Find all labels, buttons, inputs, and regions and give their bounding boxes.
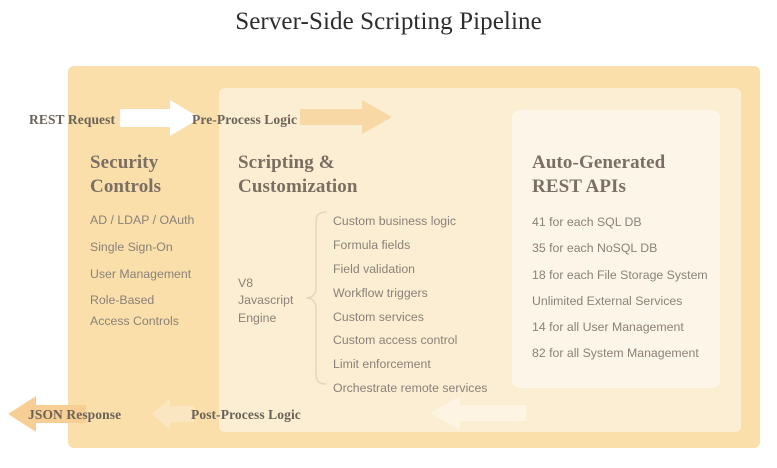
flow-label-json-response: JSON Response (28, 407, 122, 422)
arrow-left-post-process-return (430, 396, 526, 430)
list-item: Access Controls (90, 313, 179, 328)
list-security-controls: AD / LDAP / OAuth Single Sign-On User Ma… (90, 214, 194, 341)
list-item: 82 for all System Management (532, 346, 699, 361)
list-item: Field validation (333, 261, 416, 276)
panel-apis-layer (512, 110, 720, 388)
list-item: 41 for each SQL DB (532, 215, 642, 229)
list-scripting-features: Custom business logic Formula fields Fie… (333, 215, 487, 406)
arrow-right-rest-request (120, 100, 200, 136)
flow-label-post-process: Post-Process Logic (191, 407, 301, 422)
list-item: Unlimited External Services (532, 293, 683, 308)
list-item: Workflow triggers (333, 285, 428, 300)
list-item: 35 for each NoSQL DB (532, 241, 658, 256)
curly-brace-icon (305, 211, 327, 385)
arrow-left-json-response (8, 396, 86, 432)
list-item: Custom business logic (333, 214, 457, 228)
list-item: Orchestrate remote services (333, 381, 488, 396)
flow-label-pre-process: Pre-Process Logic (192, 112, 298, 127)
flow-label-rest-request: REST Request (29, 112, 116, 127)
arrow-left-post-process (152, 398, 194, 430)
list-item: 14 for all User Management (532, 320, 684, 335)
list-item: Limit enforcement (333, 357, 431, 372)
list-item: Role-Based (90, 293, 155, 308)
heading-scripting-customization: Scripting & Customization (238, 152, 358, 197)
page-title: Server-Side Scripting Pipeline (235, 8, 542, 35)
list-item: User Management (90, 266, 192, 281)
list-rest-apis: 41 for each SQL DB 35 for each NoSQL DB … (532, 216, 708, 374)
list-item: Formula fields (333, 237, 411, 252)
list-item: Custom services (333, 309, 424, 324)
list-item: AD / LDAP / OAuth (90, 213, 195, 227)
heading-auto-generated-rest-apis: Auto-Generated REST APIs (532, 152, 666, 197)
list-item: Custom access control (333, 333, 458, 348)
list-item: Single Sign-On (90, 239, 173, 254)
label-v8-javascript-engine: V8 Javascript Engine (238, 276, 294, 325)
heading-security-controls: Security Controls (90, 152, 162, 197)
arrow-right-pre-process (300, 100, 392, 134)
list-item: 18 for each File Storage System (532, 267, 708, 282)
